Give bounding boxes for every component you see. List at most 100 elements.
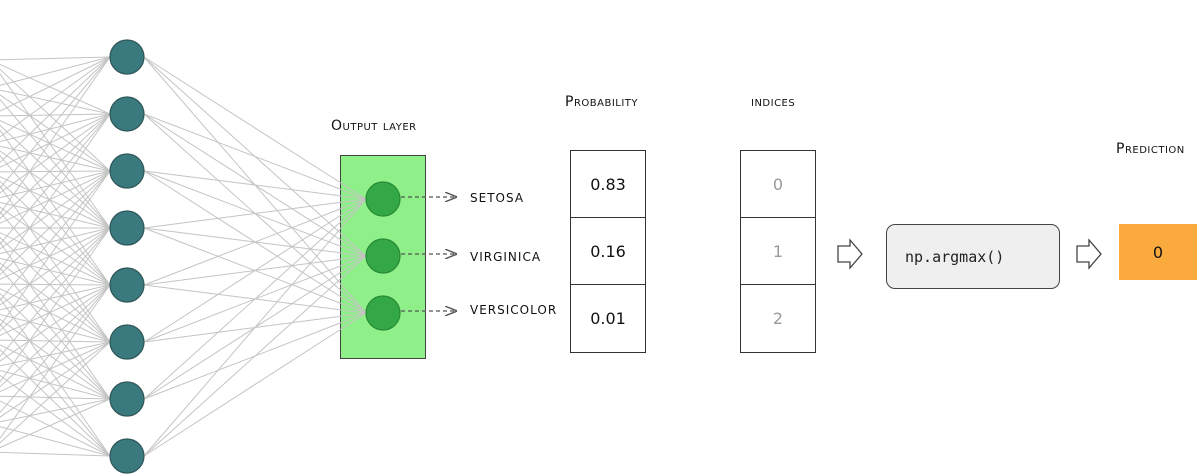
input-connection <box>0 113 111 271</box>
output-incoming-connection <box>339 181 367 200</box>
hidden-output-connection <box>143 198 367 457</box>
class-label-setosa: SETOSA <box>470 191 525 205</box>
index-cell: 2 <box>772 309 784 328</box>
output-incoming-connection <box>339 245 367 257</box>
output-incoming-connection <box>339 309 367 314</box>
hidden-node <box>109 210 145 246</box>
hidden-output-connection <box>143 170 367 200</box>
input-connection <box>0 284 111 439</box>
arrow-right-icon <box>1076 238 1102 270</box>
output-incoming-connection <box>339 282 367 314</box>
input-connection <box>0 113 111 194</box>
output-layer-title: Output layer <box>331 118 417 134</box>
hidden-node <box>109 153 145 189</box>
output-incoming-connection <box>339 289 367 314</box>
hidden-node <box>109 96 145 132</box>
hidden-output-connection <box>143 198 367 286</box>
output-incoming-connection <box>339 198 367 217</box>
hidden-output-connection <box>143 198 367 400</box>
output-node <box>365 295 401 331</box>
input-connection <box>0 451 111 457</box>
hidden-output-connection <box>143 113 367 200</box>
input-connection <box>0 56 111 189</box>
input-connection <box>0 227 111 358</box>
input-connection <box>0 170 111 327</box>
output-incoming-connection <box>339 188 367 200</box>
output-incoming-connections <box>339 181 367 331</box>
input-connection <box>0 341 111 418</box>
output-incoming-connection <box>339 302 367 314</box>
index-cell: 1 <box>741 218 815 285</box>
input-connection <box>0 398 111 423</box>
hidden-node <box>109 438 145 474</box>
class-label-versicolor: VERSICOLOR <box>470 303 558 317</box>
hidden-node <box>109 39 145 75</box>
input-connection <box>0 56 111 138</box>
output-incoming-connection <box>339 198 367 203</box>
input-connection <box>0 56 111 61</box>
hidden-output-connection <box>143 198 367 229</box>
input-connection <box>0 170 111 276</box>
hidden-output-connection <box>143 255 367 457</box>
output-node <box>365 181 401 217</box>
input-connection <box>0 284 111 414</box>
prediction-box: 0 <box>1119 224 1197 280</box>
prediction-title: Prediction <box>1116 141 1185 157</box>
network-connections <box>0 56 367 457</box>
class-arrows <box>401 197 456 311</box>
output-incoming-connection <box>339 198 367 210</box>
output-incoming-connection <box>339 198 367 223</box>
hidden-output-connection <box>143 198 367 343</box>
input-connection <box>0 227 111 332</box>
probability-cell: 0.01 <box>590 309 626 328</box>
hidden-output-connection <box>143 56 367 200</box>
arrow-right-icon <box>837 238 863 270</box>
input-connection <box>0 113 111 220</box>
input-connection <box>0 341 111 444</box>
flow-arrows <box>837 238 1102 270</box>
output-incoming-connection <box>339 255 367 267</box>
input-connection <box>0 284 111 388</box>
probability-title: Probability <box>565 94 639 110</box>
input-connection <box>0 227 111 306</box>
hidden-layer <box>109 39 145 474</box>
input-connection <box>0 170 111 302</box>
output-nodes <box>365 181 401 331</box>
output-incoming-connection <box>339 255 367 280</box>
input-connection <box>0 227 111 383</box>
input-connection <box>0 56 111 164</box>
input-connection <box>0 113 111 245</box>
indices-column: 0 1 2 <box>740 150 816 353</box>
input-connection <box>0 56 111 215</box>
probability-cell: 0.16 <box>571 218 645 285</box>
output-incoming-connection <box>339 232 367 257</box>
hidden-node <box>109 381 145 417</box>
probability-column: 0.83 0.16 0.01 <box>570 150 646 353</box>
input-connection <box>0 56 111 86</box>
index-cell: 0 <box>741 151 815 218</box>
output-incoming-connection <box>339 255 367 274</box>
output-incoming-connection <box>339 252 367 257</box>
hidden-node <box>109 324 145 360</box>
hidden-output-connection <box>143 312 367 457</box>
output-incoming-connection <box>339 238 367 257</box>
input-connection <box>0 398 111 449</box>
output-incoming-connection <box>339 312 367 324</box>
output-node <box>365 238 401 274</box>
probability-cell: 0.83 <box>571 151 645 218</box>
output-incoming-connection <box>339 312 367 317</box>
output-incoming-connection <box>339 255 367 260</box>
output-incoming-connection <box>339 195 367 200</box>
hidden-node <box>109 267 145 303</box>
output-incoming-connection <box>339 312 367 331</box>
input-connection <box>0 284 111 362</box>
input-connection <box>0 426 111 457</box>
indices-title: indices <box>751 94 796 110</box>
argmax-function-box: np.argmax() <box>886 224 1060 289</box>
class-label-virginica: VIRGINICA <box>470 250 542 264</box>
input-connection <box>0 56 111 112</box>
output-incoming-connection <box>339 198 367 230</box>
input-connection <box>0 170 111 250</box>
